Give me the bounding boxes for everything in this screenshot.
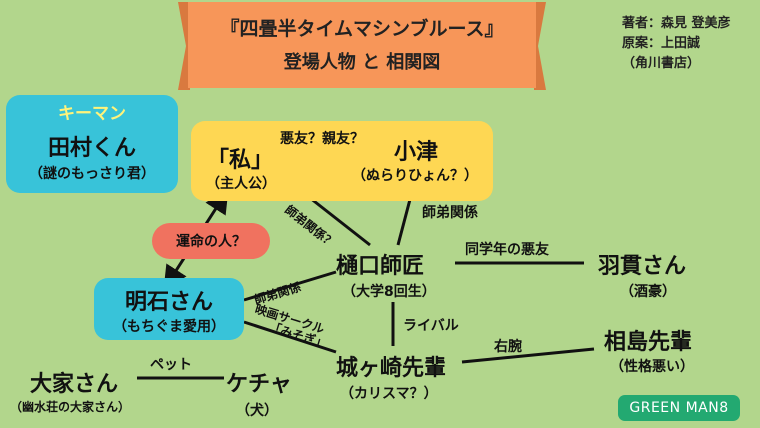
edge-akashi-higuchi bbox=[243, 270, 337, 302]
edge-jogasaki-aijima bbox=[461, 347, 595, 364]
credits: 著者：森見 登美彦 原案：上田誠 （角川書店） bbox=[622, 14, 731, 74]
ozu-note: （ぬらりひょん？） bbox=[352, 168, 478, 184]
banner-ribbon-shape bbox=[178, 2, 546, 90]
akashi-note: （もちぐま愛用） bbox=[113, 319, 225, 335]
credit-author: 著者：森見 登美彦 bbox=[622, 16, 731, 31]
protagonist-box bbox=[191, 121, 493, 201]
credit-original: 原案：上田誠 bbox=[622, 36, 701, 51]
higuchi-name: 樋口師匠 bbox=[336, 254, 425, 279]
credit-publisher: （角川書店） bbox=[622, 56, 701, 71]
label-watashi-ozu: 悪友？親友？ bbox=[280, 131, 364, 147]
aijima-note: （性格悪い） bbox=[610, 359, 694, 375]
higuchi-note: （大学8回生） bbox=[342, 284, 436, 300]
title-line-2: 登場人物 と 相関図 bbox=[283, 52, 441, 73]
kechaa-note: （犬） bbox=[236, 403, 278, 419]
edge-akashi-jogasaki bbox=[243, 320, 337, 354]
jogasaki-note: （カリスマ？） bbox=[340, 386, 438, 402]
kechaa-name: ケチャ bbox=[226, 372, 292, 397]
label-higuchi-jogasaki: ライバル bbox=[403, 318, 459, 334]
jogasaki-name: 城ヶ崎先輩 bbox=[336, 356, 447, 381]
akashi-box bbox=[94, 278, 244, 340]
label-ooya-kechaa: ペット bbox=[150, 357, 192, 373]
ooya-note: （幽水荘の大家さん） bbox=[10, 400, 131, 414]
hanuki-name: 羽貫さん bbox=[598, 254, 687, 279]
label-jogasaki-aijima: 右腕 bbox=[494, 339, 522, 355]
watashi-note: （主人公） bbox=[206, 176, 276, 192]
site-badge: GREEN MAN8 bbox=[618, 395, 740, 421]
akashi-name: 明石さん bbox=[124, 290, 213, 315]
label-ozu-higuchi: 師弟関係 bbox=[422, 205, 478, 221]
keyman-tag: キーマン bbox=[58, 104, 126, 124]
title-line-1: 『四畳半タイムマシンブルース』 bbox=[220, 18, 504, 40]
hanuki-note: （酒豪） bbox=[620, 284, 676, 300]
label-destiny: 運命の人？ bbox=[176, 234, 246, 250]
ooya-name: 大家さん bbox=[30, 372, 119, 397]
label-higuchi-hanuki: 同学年の悪友 bbox=[465, 242, 549, 258]
keyman-box bbox=[6, 95, 178, 193]
tamura-note: （謎のもっさり君） bbox=[29, 166, 155, 182]
title-banner: 『四畳半タイムマシンブルース』 登場人物 と 相関図 bbox=[178, 0, 546, 90]
destiny-pill bbox=[152, 223, 270, 259]
ozu-name: 小津 bbox=[394, 140, 439, 165]
aijima-name: 相島先輩 bbox=[604, 330, 693, 355]
watashi-name: 「私」 bbox=[207, 148, 274, 173]
tamura-name: 田村くん bbox=[47, 136, 136, 161]
